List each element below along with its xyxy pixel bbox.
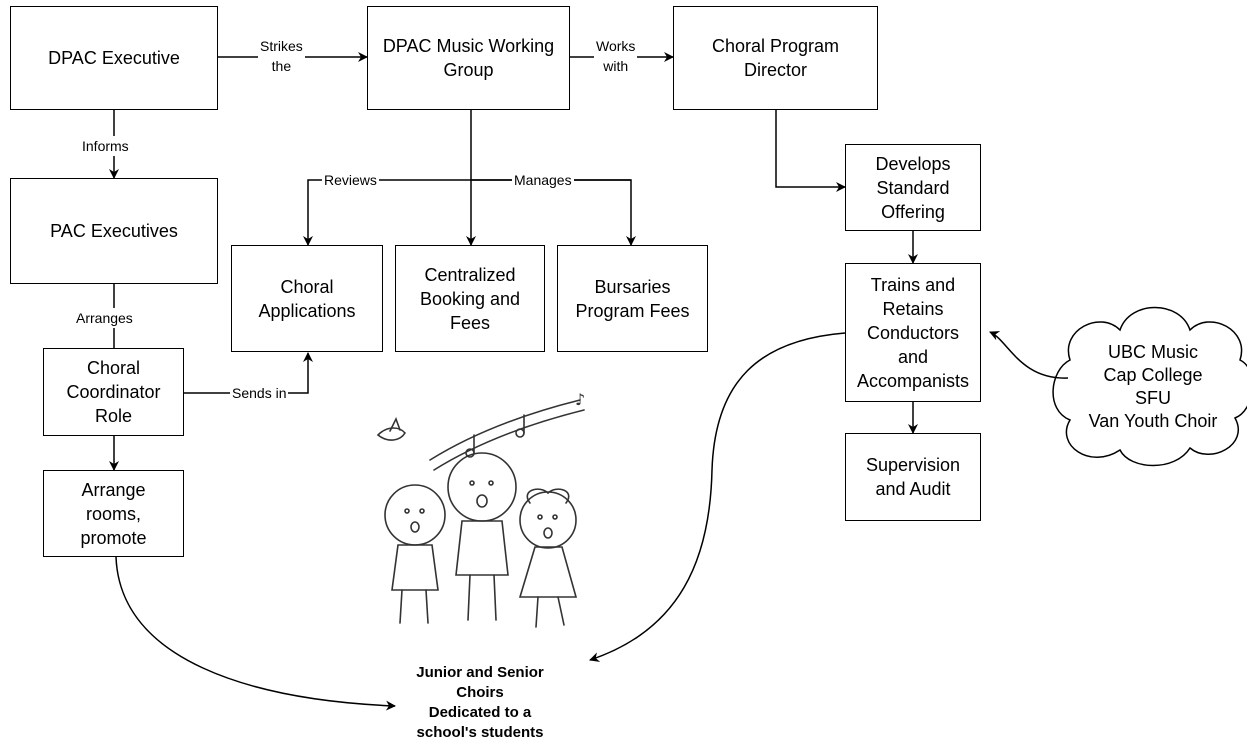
supervision-audit-box[interactable]: Supervision and Audit xyxy=(845,433,981,521)
pac-executives-box[interactable]: PAC Executives xyxy=(10,178,218,284)
edge-label-informs: Informs xyxy=(80,136,131,156)
edge-trains-to-choirs xyxy=(589,332,846,662)
centralized-booking-box[interactable]: Centralized Booking and Fees xyxy=(395,245,545,352)
trains-retains-box[interactable]: Trains and Retains Conductors and Accomp… xyxy=(845,263,981,402)
develops-standard-box[interactable]: Develops Standard Offering xyxy=(845,144,981,231)
edge-label-arranges: Arranges xyxy=(74,308,135,328)
edge-label-strikes-the: Strikes the xyxy=(258,36,305,76)
bursaries-box[interactable]: Bursaries Program Fees xyxy=(557,245,708,352)
edge-label-sends-in: Sends in xyxy=(230,383,289,403)
choral-program-director-box[interactable]: Choral Program Director xyxy=(673,6,878,110)
cloud-label: UBC Music Cap College SFU Van Youth Choi… xyxy=(1088,342,1218,431)
arrange-rooms-box[interactable]: Arrange rooms, promote xyxy=(43,470,184,557)
edge-cloud-to-trains xyxy=(989,331,1069,379)
choirs-label: Junior and Senior Choirs Dedicated to a … xyxy=(416,664,544,741)
music-working-group-box[interactable]: DPAC Music Working Group xyxy=(367,6,570,110)
choral-coordinator-box[interactable]: Choral Coordinator Role xyxy=(43,348,184,436)
svg-text:♪: ♪ xyxy=(575,390,585,409)
choral-applications-box[interactable]: Choral Applications xyxy=(231,245,383,352)
edge-label-manages: Manages xyxy=(512,170,574,190)
edge-label-works-with: Works with xyxy=(594,36,638,76)
edge-arrange-to-choirs xyxy=(115,556,396,711)
edge-label-reviews: Reviews xyxy=(322,170,379,190)
children-singing-illustration: ♪ xyxy=(376,390,585,628)
cloud-shape xyxy=(1052,306,1247,467)
edge-director-to-develops xyxy=(775,110,846,192)
dpac-executive-box[interactable]: DPAC Executive xyxy=(10,6,218,110)
edge-sendsin-line xyxy=(184,352,313,394)
